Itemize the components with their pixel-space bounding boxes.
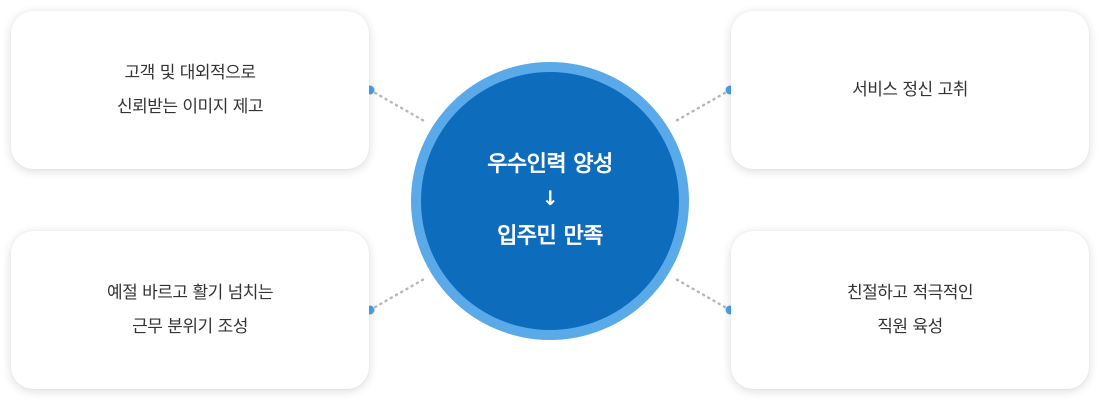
down-arrow-icon: ↓ (541, 186, 559, 210)
goal-box-bottom-left: 예절 바르고 활기 넘치는 근무 분위기 조성 (11, 231, 369, 389)
goal-box-top-left: 고객 및 대외적으로 신뢰받는 이미지 제고 (11, 11, 369, 169)
goal-text-line: 직원 육성 (877, 317, 943, 337)
goal-text-line: 신뢰받는 이미지 제고 (116, 97, 264, 117)
center-title: 우수인력 양성 (487, 152, 613, 177)
goal-text-line: 근무 분위기 조성 (132, 317, 248, 337)
center-result: 입주민 만족 (497, 224, 603, 249)
connector-line-bottom-left (368, 276, 428, 312)
goal-text-line: 고객 및 대외적으로 (124, 63, 256, 83)
goal-text-line: 친절하고 적극적인 (846, 283, 974, 303)
connector-line-top-right (672, 88, 732, 124)
goal-box-top-right: 서비스 정신 고취 (731, 11, 1089, 169)
goal-text-line: 서비스 정신 고취 (852, 80, 968, 100)
goal-box-bottom-right: 친절하고 적극적인 직원 육성 (731, 231, 1089, 389)
goal-text-line: 예절 바르고 활기 넘치는 (106, 283, 274, 303)
connector-line-top-left (368, 88, 428, 124)
center-circle: 우수인력 양성 ↓ 입주민 만족 (421, 72, 679, 330)
connector-line-bottom-right (672, 276, 732, 312)
